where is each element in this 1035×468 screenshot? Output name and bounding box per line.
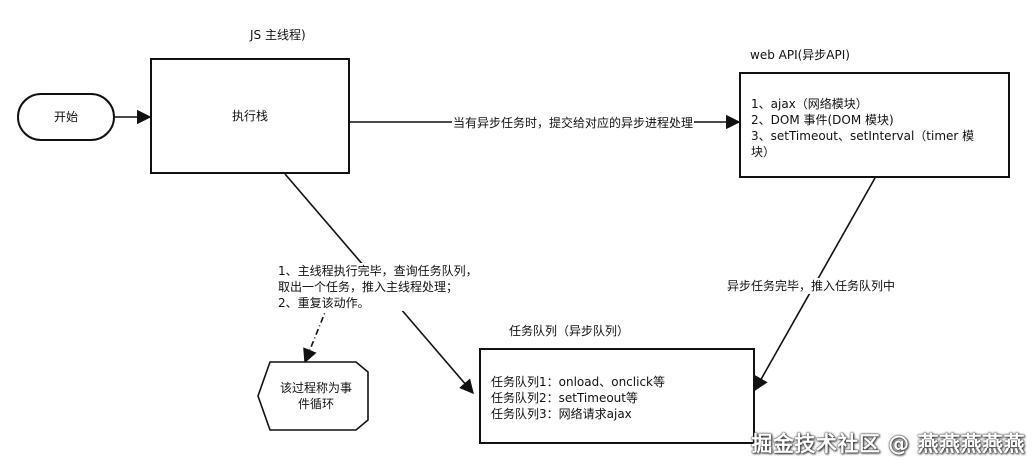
task-queue-line: 任务队列3：网络请求ajax [491, 407, 632, 421]
web-api-box: 1、ajax（网络模块） 2、DOM 事件(DOM 模块) 3、setTimeo… [739, 72, 1010, 178]
event-loop-line: 件循环 [297, 397, 334, 411]
web-api-line: 3、setTimeout、setInterval（timer 模 [751, 129, 975, 143]
web-api-title: web API(异步API) [750, 48, 850, 62]
start-label: 开始 [53, 110, 78, 124]
edge-to-event-loop [303, 304, 329, 364]
edge-label-line: 取出一个任务，推入主线程处理； [278, 280, 459, 294]
event-loop-shape [257, 361, 369, 431]
edge-label-line: 2、重复该动作。 [278, 296, 370, 310]
edge-label-stack-to-webapi: 当有异步任务时，提交给对应的异步进程处理 [452, 115, 695, 131]
event-loop-label: 该过程称为事 件循环 [266, 380, 366, 412]
edge-label-stack-to-queue: 1、主线程执行完毕，查询任务队列， 取出一个任务，推入主线程处理； 2、重复该动… [276, 263, 480, 311]
event-loop-line: 该过程称为事 [279, 381, 352, 395]
task-queue-title: 任务队列（异步队列） [509, 324, 630, 338]
web-api-line: 1、ajax（网络模块） [751, 97, 868, 111]
main-thread-title: JS 主线程) [250, 28, 306, 42]
start-node: 开始 [17, 93, 115, 141]
web-api-line: 2、DOM 事件(DOM 模块) [751, 113, 894, 127]
call-stack-label: 执行栈 [231, 109, 268, 123]
task-queue-line: 任务队列2：setTimeout等 [491, 391, 638, 405]
web-api-line: 块） [751, 145, 776, 159]
task-queue-box: 任务队列1：onload、onclick等 任务队列2：setTimeout等 … [479, 348, 755, 444]
watermark: 掘金技术社区 @ 燕燕燕燕燕 [751, 432, 1025, 456]
task-queue-line: 任务队列1：onload、onclick等 [491, 375, 665, 389]
edge-label-webapi-to-queue: 异步任务完毕，推入任务队列中 [725, 278, 898, 294]
edge-label-line: 1、主线程执行完毕，查询任务队列， [278, 264, 478, 278]
call-stack-box: 执行栈 [150, 58, 350, 174]
